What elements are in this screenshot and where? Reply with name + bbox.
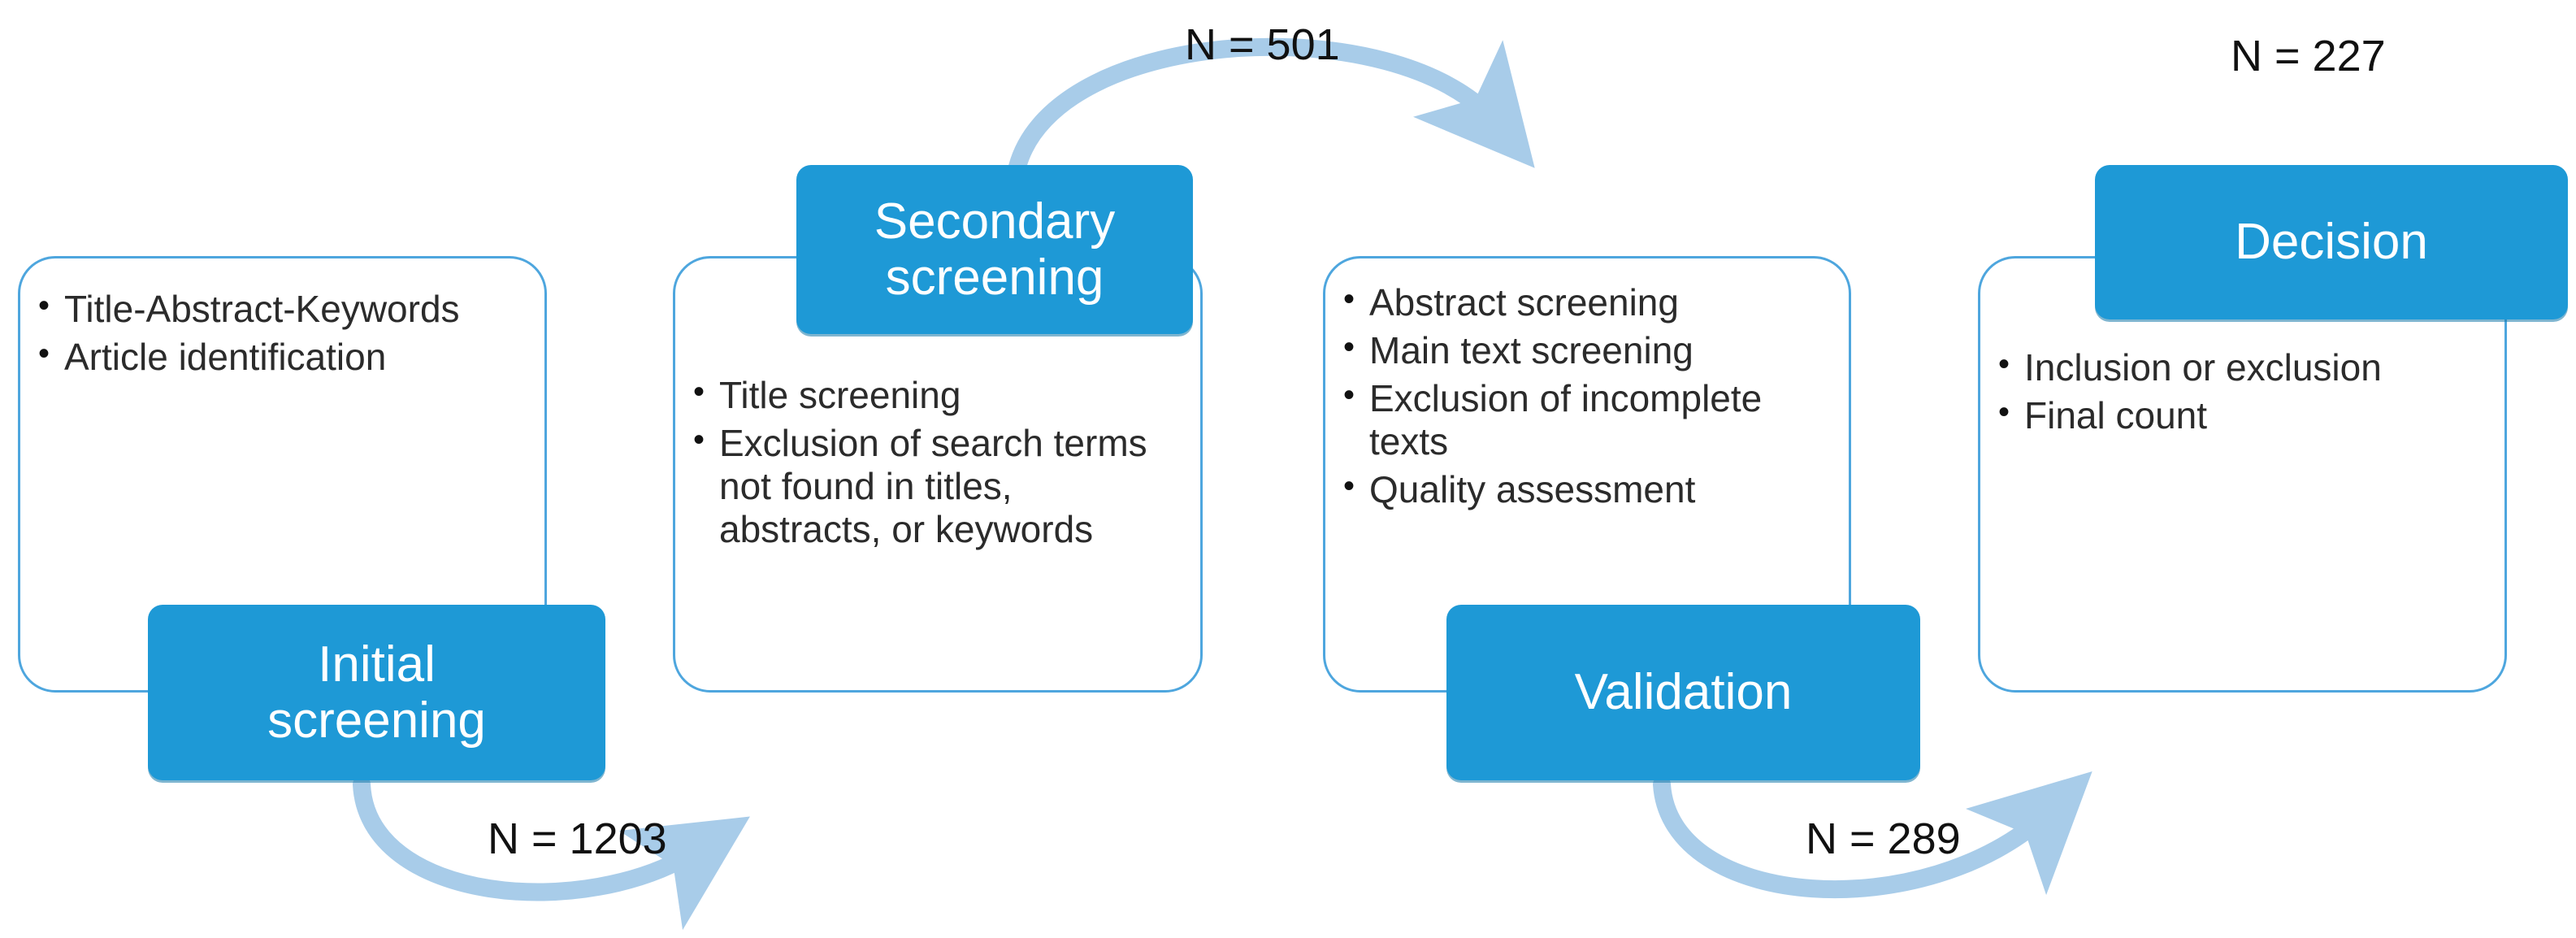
card-decision: Inclusion or exclusion Final count xyxy=(1978,256,2507,693)
card-initial-screening: Title-Abstract-Keywords Article identifi… xyxy=(18,256,547,693)
connector-label-validation-to-decision: N = 289 xyxy=(1806,814,1961,863)
stage-label-initial-screening[interactable]: Initial screening xyxy=(148,605,605,780)
stage-label-validation[interactable]: Validation xyxy=(1446,605,1920,780)
stage-label-line-1: Initial xyxy=(318,636,436,693)
list-item: Inclusion or exclusion xyxy=(1992,345,2480,389)
list-item: Abstract screening xyxy=(1337,280,1824,324)
bullet-list-secondary-screening: Title screening Exclusion of search term… xyxy=(687,373,1168,551)
bullet-list-initial-screening: Title-Abstract-Keywords Article identifi… xyxy=(32,287,520,379)
stage-label-line-1: Validation xyxy=(1574,664,1793,721)
connector-label-secondary-to-validation: N = 501 xyxy=(1185,20,1340,69)
connector-label-decision-final: N = 227 xyxy=(2231,32,2386,80)
list-item: Main text screening xyxy=(1337,328,1824,372)
list-item: Title-Abstract-Keywords xyxy=(32,287,520,331)
list-item: Exclusion of search terms not found in t… xyxy=(687,421,1168,551)
list-item: Exclusion of incomplete texts xyxy=(1337,376,1824,463)
bullet-list-validation: Abstract screening Main text screening E… xyxy=(1337,280,1824,511)
list-item: Final count xyxy=(1992,393,2480,437)
stage-label-decision[interactable]: Decision xyxy=(2095,165,2568,319)
stage-label-secondary-screening[interactable]: Secondary screening xyxy=(796,165,1193,334)
list-item: Quality assessment xyxy=(1337,467,1824,511)
connector-label-initial-to-secondary: N = 1203 xyxy=(488,814,667,863)
stage-label-line-1: Decision xyxy=(2235,214,2428,271)
bullet-list-decision: Inclusion or exclusion Final count xyxy=(1992,345,2480,437)
stage-label-line-2: screening xyxy=(267,693,486,749)
list-item: Title screening xyxy=(687,373,1168,417)
list-item: Article identification xyxy=(32,335,520,379)
stage-label-line-1: Secondary xyxy=(874,193,1116,250)
stage-label-line-2: screening xyxy=(885,250,1104,306)
